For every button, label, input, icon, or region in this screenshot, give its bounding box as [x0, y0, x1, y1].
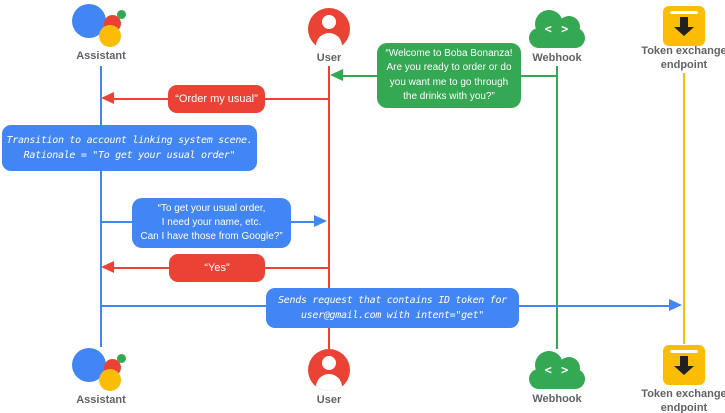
arrowhead-sends-request [669, 299, 682, 311]
code-brackets-glyph: < > [544, 363, 570, 377]
lifeline-assistant [100, 66, 102, 347]
lifeline-webhook [556, 66, 558, 349]
lifeline-user [328, 66, 330, 349]
token-endpoint-icon [663, 345, 705, 385]
assistant-logo-green-dot [117, 354, 126, 363]
cloud-base [529, 369, 585, 389]
token-icon-arrow-head [674, 27, 694, 36]
actor-label-webhook-top: Webhook [532, 52, 582, 64]
user-avatar-body [316, 33, 342, 50]
google-assistant-icon [71, 347, 131, 395]
message-order-usual: “Order my usual” [168, 85, 265, 113]
lifeline-token-endpoint [683, 73, 685, 344]
cloud-base [529, 28, 585, 48]
actor-label-assistant-bottom: Assistant [76, 394, 126, 406]
actor-label-webhook-bottom: Webhook [532, 393, 582, 405]
actor-label-token-top: Token exchange endpoint [641, 45, 725, 71]
message-need-name: “To get your usual order, I need your na… [132, 198, 291, 248]
user-avatar-head [322, 356, 336, 370]
arrowhead-need-name [314, 215, 327, 227]
message-welcome-text: “Welcome to Boba Bonanza! Are you ready … [385, 48, 513, 102]
code-brackets-glyph: < > [544, 22, 570, 36]
message-order-usual-text: “Order my usual” [175, 92, 258, 105]
message-yes: “Yes” [169, 254, 265, 282]
token-icon-arrow-stem [680, 17, 688, 27]
message-welcome: “Welcome to Boba Bonanza! Are you ready … [377, 43, 521, 108]
webhook-cloud-icon: < > [529, 351, 585, 389]
arrowhead-welcome [330, 69, 343, 81]
message-need-name-text: “To get your usual order, I need your na… [140, 202, 283, 243]
user-avatar-head [322, 15, 336, 29]
user-avatar-body [316, 374, 342, 391]
note-sends-request: Sends request that contains ID token for… [266, 288, 519, 328]
assistant-logo-yellow-circle [99, 25, 121, 47]
note-transition: Transition to account linking system sce… [2, 125, 257, 171]
assistant-logo-yellow-circle [99, 369, 121, 391]
arrowhead-order-usual [101, 92, 114, 104]
webhook-cloud-icon: < > [529, 10, 585, 48]
google-assistant-icon [71, 3, 131, 51]
token-icon-slot [670, 350, 698, 353]
message-yes-text: “Yes” [204, 261, 230, 274]
note-transition-text: Transition to account linking system sce… [6, 134, 253, 162]
token-endpoint-icon [663, 6, 705, 46]
user-avatar-icon [308, 8, 350, 50]
actor-label-token-bottom: Token exchange endpoint [641, 388, 725, 413]
user-avatar-icon [308, 349, 350, 391]
actor-label-user-bottom: User [316, 394, 342, 406]
token-icon-arrow-head [674, 366, 694, 375]
note-sends-request-text: Sends request that contains ID token for… [278, 294, 507, 322]
assistant-logo-green-dot [117, 10, 126, 19]
actor-label-user-top: User [316, 52, 342, 64]
token-icon-slot [670, 11, 698, 14]
token-icon-arrow-stem [680, 356, 688, 366]
arrowhead-yes [101, 261, 114, 273]
actor-label-assistant-top: Assistant [76, 50, 126, 62]
